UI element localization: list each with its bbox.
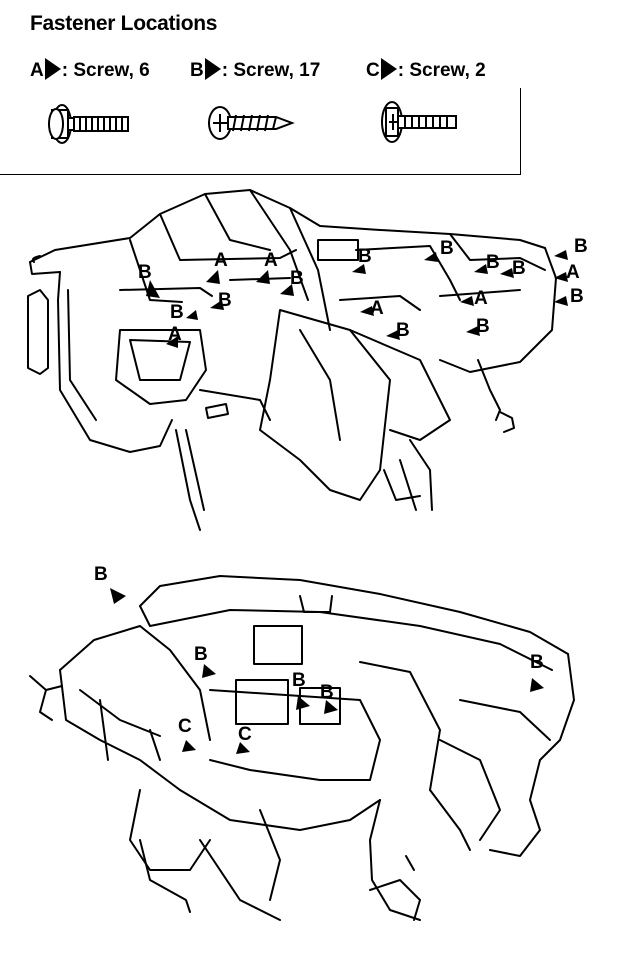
callout-label: A — [566, 262, 580, 283]
callout-labels: B A A B B B B A B B A B A B B A B B B B … — [94, 236, 588, 745]
page-title: Fastener Locations — [30, 12, 218, 35]
callout-label: C — [178, 716, 192, 737]
legend-item-b: B : Screw, 17 — [190, 58, 320, 82]
legend-text: : Screw, 6 — [61, 60, 150, 81]
arrow-marker-icon — [44, 58, 61, 80]
legend-letter: A — [30, 60, 44, 81]
callout-label: B — [570, 286, 584, 307]
callout-label: B — [290, 268, 304, 289]
callout-label: B — [396, 320, 410, 341]
callout-label: B — [530, 652, 544, 673]
legend-text: : Screw, 2 — [397, 60, 486, 81]
dashboard-bottom-view — [29, 575, 575, 921]
callout-label: B — [292, 670, 306, 691]
callout-label: B — [320, 682, 334, 703]
callout-label: B — [574, 236, 588, 257]
callout-label: A — [474, 288, 488, 309]
callout-label: A — [214, 250, 228, 271]
arrow-marker-icon — [380, 58, 397, 80]
fastener-legend: A : Screw, 6 B : Screw, 17 C : Screw, 2 — [0, 58, 624, 86]
fastener-box — [0, 88, 521, 175]
tapping-screw-icon — [208, 106, 295, 140]
callout-label: B — [358, 246, 372, 267]
callout-label: B — [218, 290, 232, 311]
callout-label: A — [370, 298, 384, 319]
flanged-bolt-icon — [48, 104, 129, 144]
legend-letter: B — [190, 60, 204, 81]
legend-letter: C — [366, 60, 380, 81]
callout-label: A — [264, 250, 278, 271]
arrow-marker-icon — [204, 58, 221, 80]
callout-label: B — [512, 258, 526, 279]
dashboard-top-view — [27, 189, 557, 531]
callout-label: B — [94, 564, 108, 585]
callout-label: B — [440, 238, 454, 259]
legend-text: : Screw, 17 — [221, 60, 321, 81]
legend-item-a: A : Screw, 6 — [30, 58, 150, 82]
callout-label: C — [238, 724, 252, 745]
legend-item-c: C : Screw, 2 — [366, 58, 486, 82]
callout-label: B — [476, 316, 490, 337]
callout-label: B — [194, 644, 208, 665]
callout-label: A — [168, 324, 182, 345]
callout-label: B — [486, 252, 500, 273]
callout-label: B — [138, 262, 152, 283]
callout-arrows — [110, 250, 568, 754]
callout-label: B — [170, 302, 184, 323]
washer-head-screw-icon — [381, 101, 457, 143]
